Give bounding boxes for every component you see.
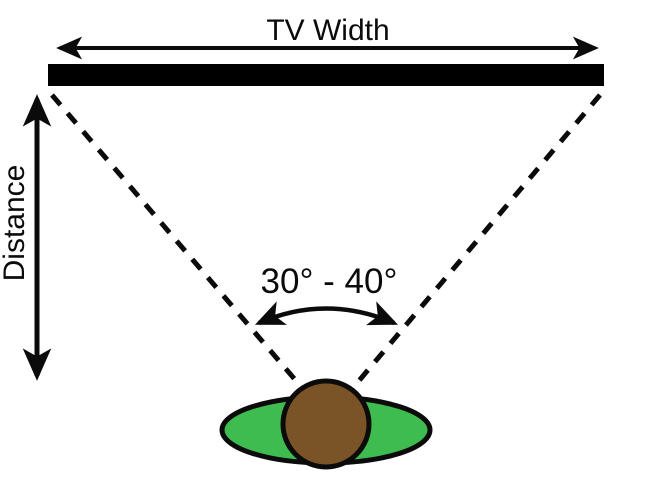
view-cone-right-dashed-line: [350, 93, 602, 391]
distance-label: Distance: [0, 165, 31, 282]
viewer-head: [280, 378, 372, 470]
viewing-angle-label: 30° - 40°: [261, 262, 398, 301]
tv-bar: [48, 64, 604, 86]
viewing-angle-arc-arrow: [254, 301, 399, 326]
view-cone-left-dashed-line: [50, 93, 305, 391]
tv-width-label: TV Width: [266, 14, 389, 47]
